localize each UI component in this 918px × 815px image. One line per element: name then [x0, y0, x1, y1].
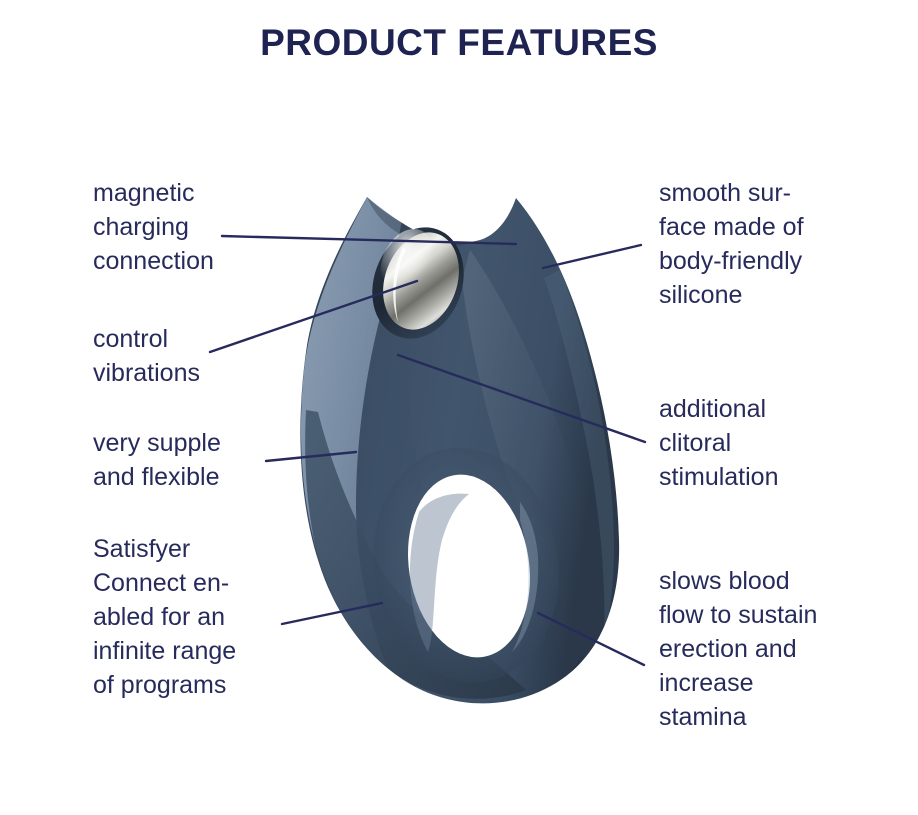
ring-opening — [408, 474, 530, 658]
ring-rim-highlight-right — [512, 502, 539, 652]
leader-satisfyer-connect — [280, 601, 384, 626]
feature-label-satisfyer-connect: Satisfyer Connect en- abled for an infin… — [93, 535, 237, 699]
product-body — [300, 197, 620, 704]
right-edge-highlight — [544, 270, 614, 636]
leader-magnetic-charging — [220, 234, 518, 246]
feature-label-control-vibrations: control vibrations — [93, 325, 200, 387]
leader-lines — [208, 234, 647, 667]
feature-label-clitoral-stimulation: additional clitoral stimulation — [659, 395, 779, 491]
fold-lower-left — [305, 410, 526, 699]
button-highlight-streak — [393, 248, 406, 322]
leader-blood-flow — [536, 611, 646, 667]
feature-label-smooth-surface: smooth sur- face made of body-friendly s… — [659, 179, 804, 309]
leader-clitoral-stimulation — [396, 353, 647, 444]
charging-button[interactable] — [357, 214, 479, 351]
feature-label-magnetic-charging: magnetic charging connection — [93, 179, 214, 275]
leader-smooth-surface — [541, 243, 643, 270]
surface-sheen — [462, 250, 595, 655]
feature-label-supple-flexible: very supple and flexible — [93, 429, 221, 491]
leader-supple-flexible — [264, 450, 358, 463]
page-title: PRODUCT FEATURES — [260, 22, 658, 63]
saddle-highlight-right — [460, 226, 476, 232]
ring-rim-highlight — [409, 493, 469, 652]
leader-control-vibrations — [208, 279, 419, 354]
feature-label-blood-flow: slows blood flow to sustain erection and… — [659, 567, 818, 731]
